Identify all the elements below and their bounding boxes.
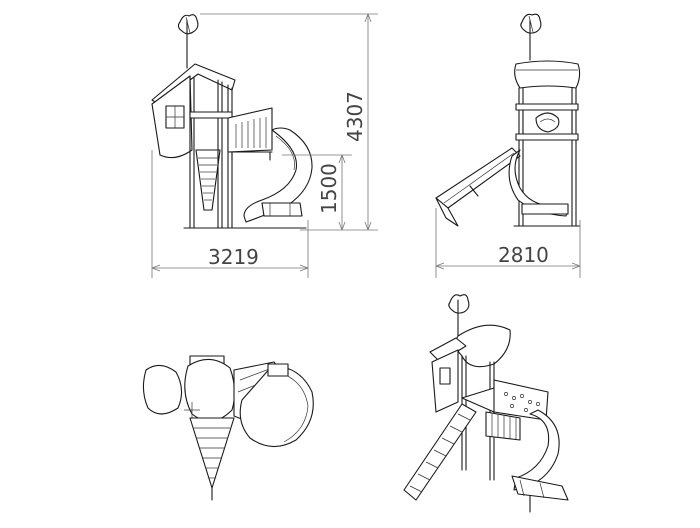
- iso-house-panel: [431, 349, 459, 413]
- iso-spiral-slide: [511, 409, 569, 513]
- front-platform: [189, 111, 233, 119]
- iso-fence: [485, 411, 521, 441]
- side-straight-slide: [435, 147, 521, 227]
- dimension-side-width: 2810: [498, 243, 549, 267]
- dimension-platform-height: 1500: [317, 163, 341, 214]
- front-view: [151, 14, 313, 229]
- side-panel: [522, 109, 573, 135]
- iso-window: [439, 367, 451, 385]
- side-canopy: [514, 60, 581, 89]
- top-view: [142, 355, 314, 501]
- dimension-front-width: 3219: [208, 245, 259, 269]
- front-ladder: [195, 149, 221, 211]
- side-spiral-slide: [508, 149, 569, 217]
- iso-flag: [448, 294, 470, 341]
- front-fence-panel: [227, 107, 273, 161]
- front-flag: [177, 14, 199, 69]
- side-platform: [515, 103, 579, 111]
- isometric-view: [403, 294, 569, 513]
- top-canopy: [184, 358, 236, 422]
- front-spiral-slide: [243, 127, 313, 223]
- top-ladder: [189, 417, 235, 501]
- iso-ladder: [403, 403, 477, 501]
- top-spiral-slide: [239, 363, 314, 448]
- dimension-total-height: 4307: [343, 91, 367, 142]
- side-view: [435, 13, 581, 227]
- top-house-panel: [142, 364, 183, 415]
- side-flag: [520, 13, 542, 61]
- dimension-lines-side: [435, 208, 581, 278]
- dimension-lines-front: [151, 13, 378, 278]
- iso-roof: [429, 337, 467, 363]
